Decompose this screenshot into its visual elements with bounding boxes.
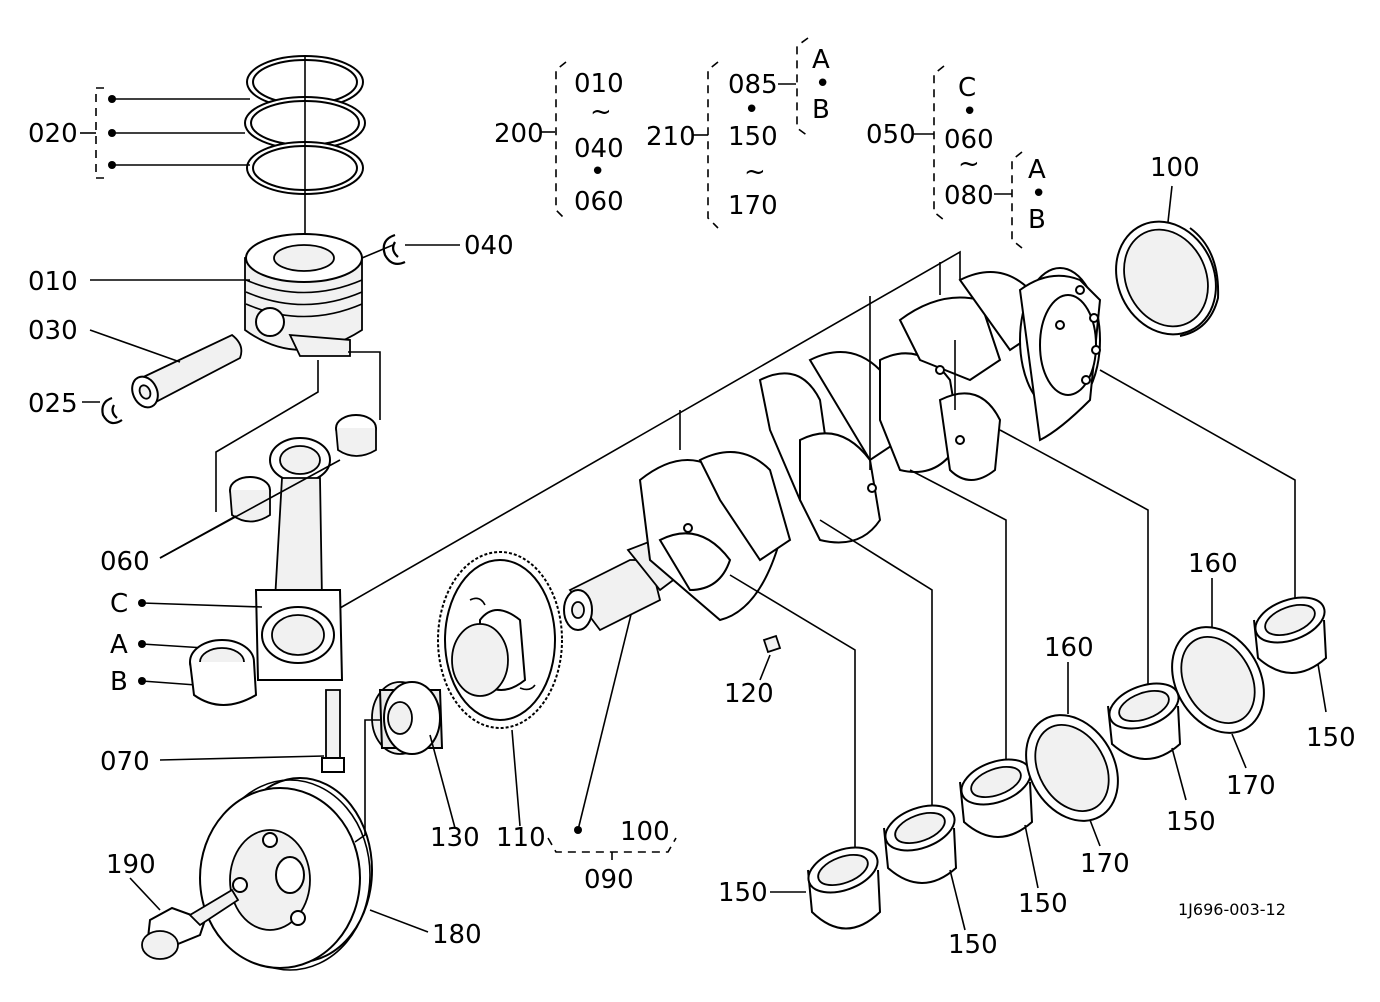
- bushing-060a: [229, 476, 271, 523]
- label-160a: 160: [1044, 633, 1094, 663]
- group-210-item-2: 150: [728, 122, 778, 152]
- label-130: 130: [430, 823, 480, 853]
- group-200-item-2: 040: [574, 134, 624, 164]
- thrust-washer-160b: [1171, 626, 1265, 734]
- main-bearing-2: [883, 804, 958, 884]
- group-210-ref: 210: [646, 122, 696, 152]
- group-050-sub-1: •: [1031, 179, 1046, 209]
- group-210-item-3: ~: [744, 157, 766, 187]
- label-190: 190: [106, 850, 156, 880]
- label-090: 090: [584, 865, 634, 895]
- drawing-code: 1J696-003-12: [1178, 900, 1286, 919]
- group-210-item-0: 085: [728, 70, 778, 100]
- label-060: 060: [100, 547, 150, 577]
- group-050-ref: 050: [866, 120, 916, 150]
- group-210-sub-2: B: [812, 95, 830, 125]
- label-180: 180: [432, 920, 482, 950]
- label-100a: 100: [620, 817, 670, 847]
- label-150c: 150: [1018, 889, 1068, 919]
- group-050-item-1: •: [962, 97, 977, 127]
- connecting-rod: [254, 437, 344, 681]
- group-050-item-3: ~: [958, 149, 980, 179]
- group-200-item-3: •: [590, 157, 605, 187]
- label-120: 120: [724, 679, 774, 709]
- woodruff-key: [762, 634, 782, 654]
- group-200-item-0: 010: [574, 69, 624, 99]
- rod-bolt: [321, 689, 345, 773]
- label-170b: 170: [1226, 771, 1276, 801]
- balancer-gear: [437, 551, 563, 729]
- group-210-item-1: •: [744, 95, 759, 125]
- thrust-washer-160a: [1025, 714, 1119, 822]
- circlip-025: [101, 396, 123, 425]
- label-B: B: [110, 667, 128, 697]
- rear-sleeve: [1115, 220, 1220, 337]
- label-010: 010: [28, 267, 78, 297]
- group-200: 200 010 ~ 040 • 060: [494, 61, 624, 221]
- main-bearing-1: [807, 846, 882, 930]
- crankshaft: [563, 267, 1102, 632]
- crankshaft-pulley: [199, 777, 373, 971]
- crank-gear: [371, 681, 444, 755]
- group-210-sub-0: A: [812, 45, 830, 75]
- piston: [244, 233, 363, 357]
- pulley-bolt: [141, 888, 240, 960]
- label-A: A: [110, 630, 128, 660]
- group-050-sub-2: B: [1028, 205, 1046, 235]
- label-160b: 160: [1188, 549, 1238, 579]
- group-200-ref: 200: [494, 119, 544, 149]
- group-210: 210 085 • 150 ~ 170 A • B: [646, 37, 830, 229]
- circlip-040: [382, 233, 406, 265]
- group-050-item-4: 080: [944, 181, 994, 211]
- label-100b: 100: [1150, 153, 1200, 183]
- label-110: 110: [496, 823, 546, 853]
- label-C: C: [110, 589, 128, 619]
- label-020: 020: [28, 119, 78, 149]
- label-150e: 150: [1306, 723, 1356, 753]
- group-050-item-2: 060: [944, 125, 994, 155]
- label-040: 040: [464, 231, 514, 261]
- label-025: 025: [28, 389, 78, 419]
- label-150b: 150: [948, 930, 998, 960]
- label-170a: 170: [1080, 849, 1130, 879]
- group-210-sub-1: •: [815, 69, 830, 99]
- group-050-item-0: C: [958, 73, 976, 103]
- group-050-sub-0: A: [1028, 155, 1046, 185]
- piston-rings: [244, 55, 366, 235]
- main-bearing-4: [1107, 682, 1182, 760]
- label-150a: 150: [718, 878, 768, 908]
- group-050: 050 C • 060 ~ 080 A • B: [866, 65, 1046, 249]
- label-150d: 150: [1166, 807, 1216, 837]
- label-070: 070: [100, 747, 150, 777]
- crankpin-bearing: [189, 639, 258, 706]
- main-bearing-3: [959, 758, 1034, 838]
- piston-pin: [131, 333, 243, 409]
- group-210-item-4: 170: [728, 191, 778, 221]
- label-030: 030: [28, 316, 78, 346]
- bushing-060b: [335, 414, 377, 457]
- main-bearing-5: [1253, 596, 1328, 674]
- group-200-item-4: 060: [574, 187, 624, 217]
- group-200-item-1: ~: [590, 97, 612, 127]
